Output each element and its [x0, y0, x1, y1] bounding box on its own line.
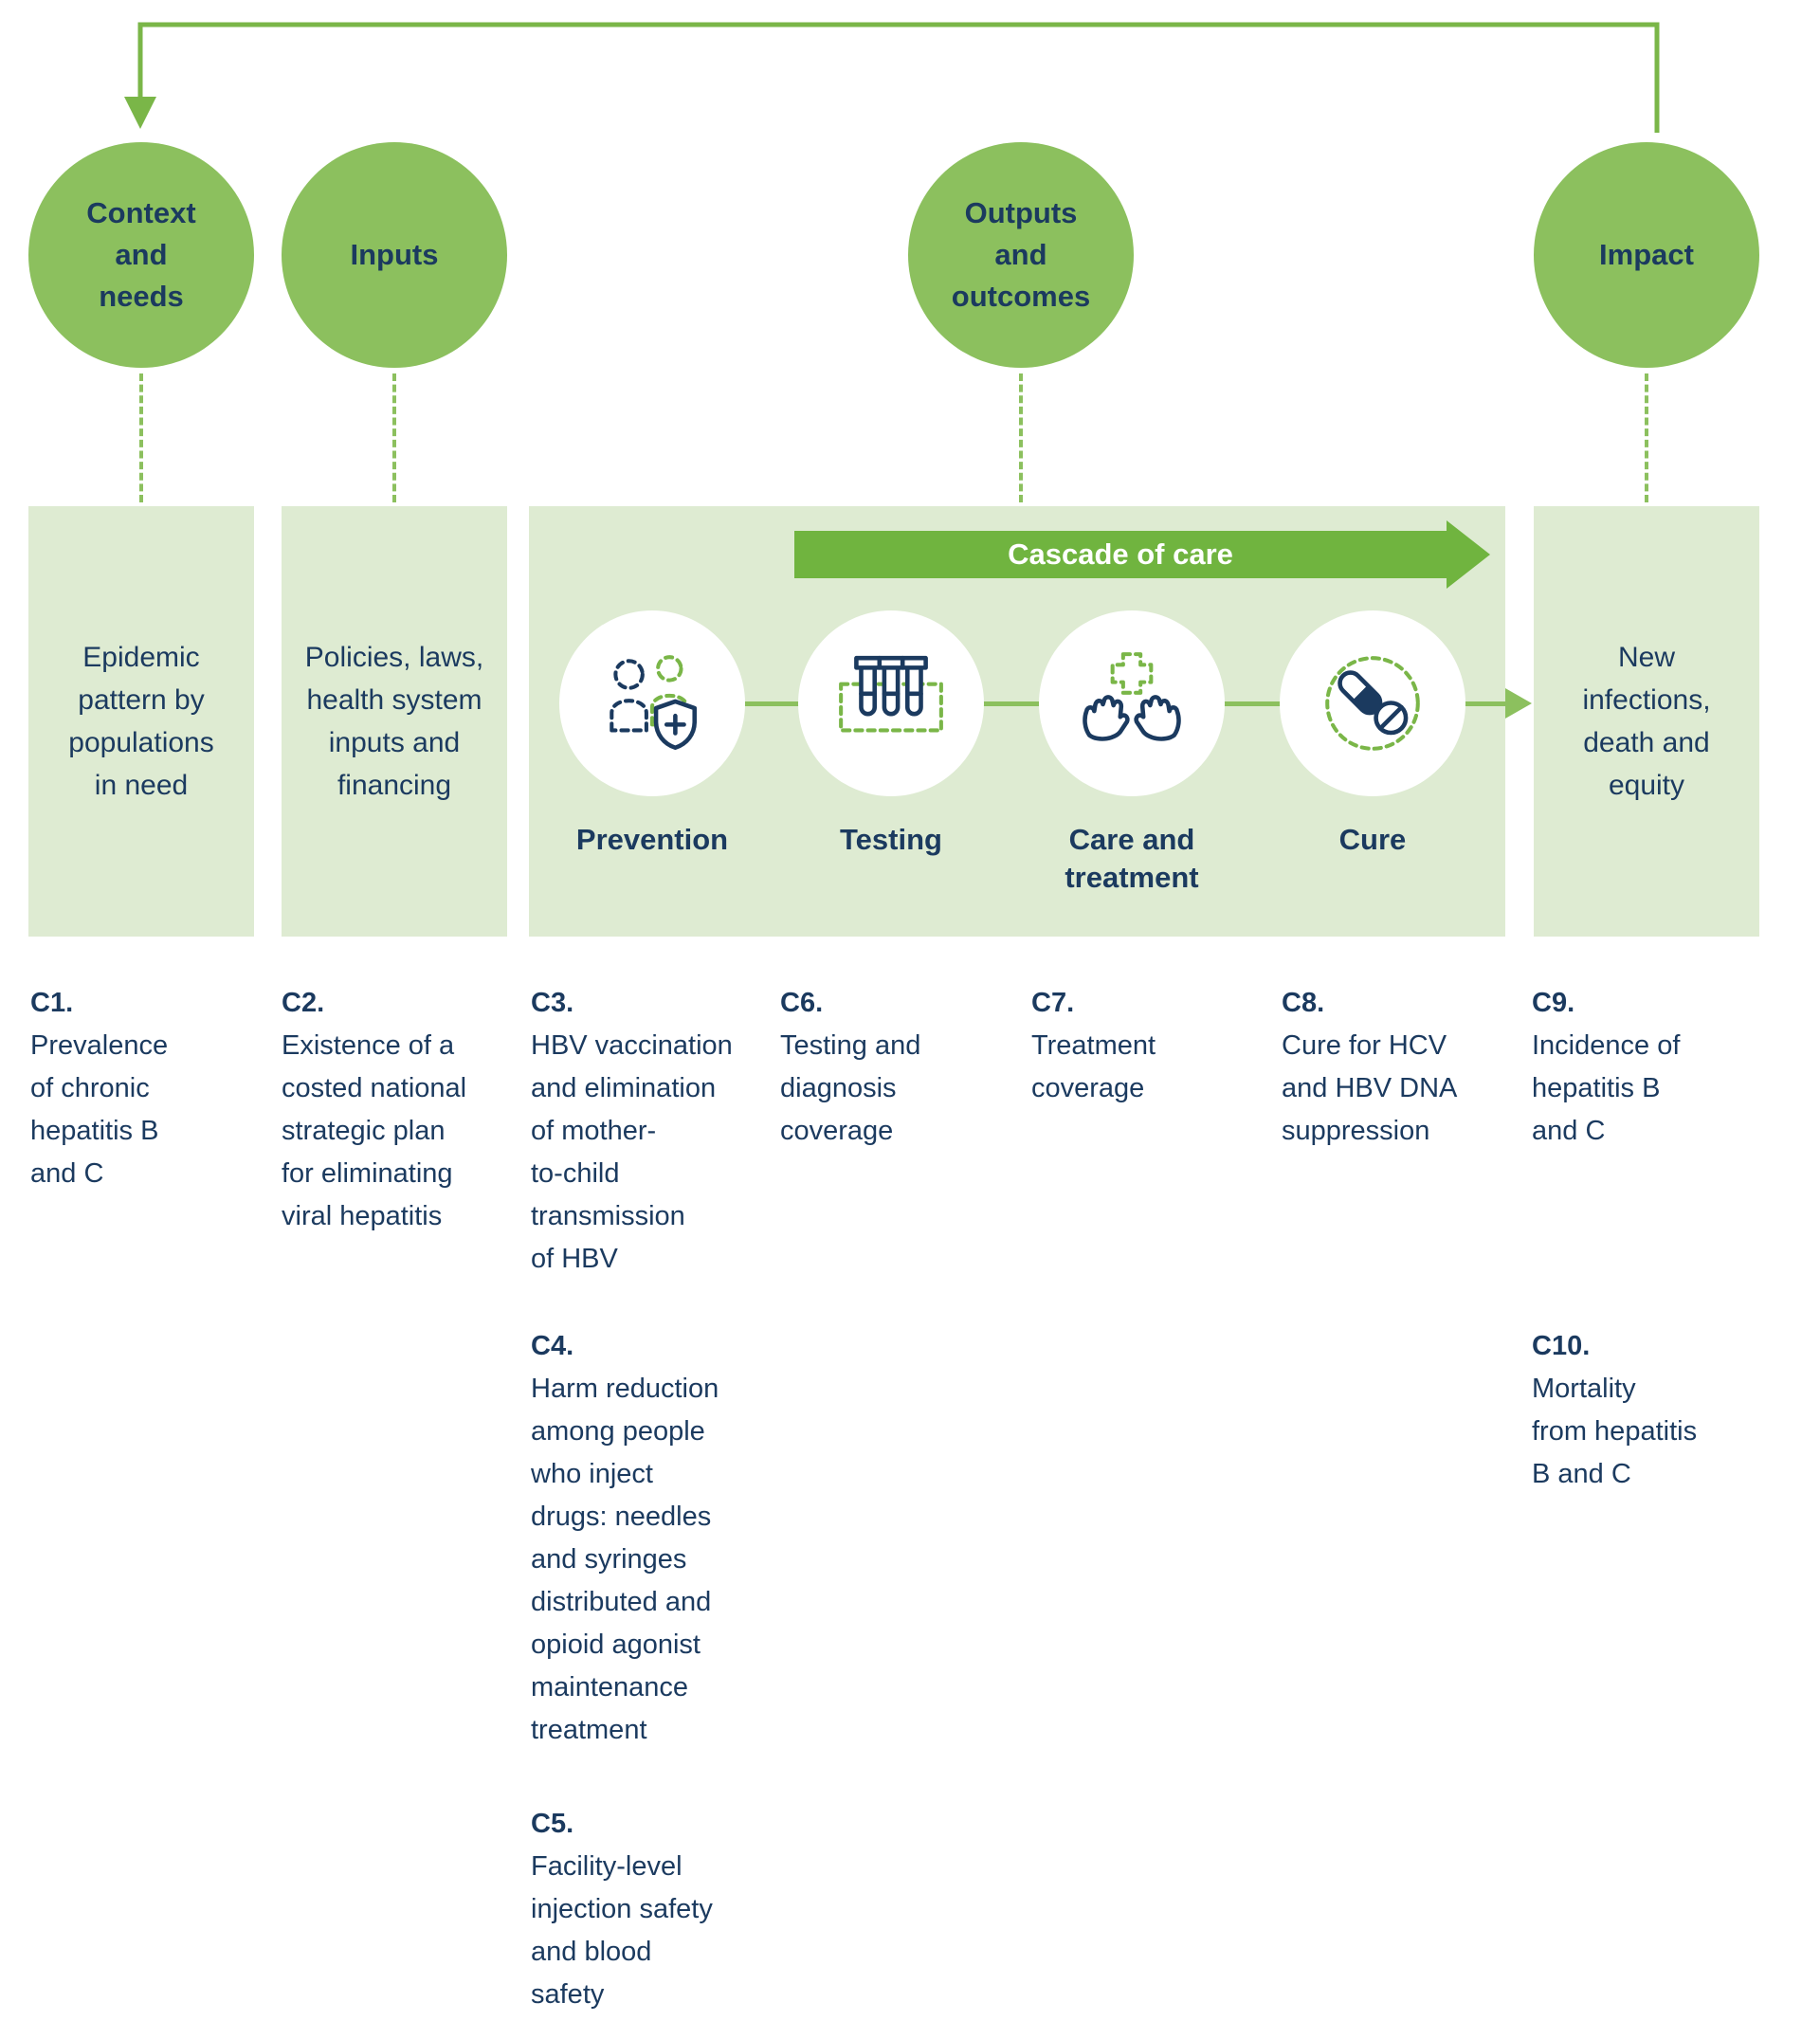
indicator-text: HBV vaccination and elimination of mothe… [531, 1030, 733, 1274]
stage-circle-context: Context and needs [28, 142, 254, 368]
box-context-needs: Epidemic pattern by populations in need [28, 506, 254, 937]
pills-icon [1325, 656, 1420, 751]
box-text: Epidemic pattern by populations in need [68, 642, 214, 801]
indicator-code: C2. [282, 988, 325, 1018]
stage-circle-label: Outputs and outcomes [951, 195, 1091, 313]
cascade-of-care-banner: Cascade of care [794, 520, 1490, 589]
indicator-text: Facility-level injection safety and bloo… [531, 1851, 713, 2010]
hands-cross-icon [1074, 652, 1190, 761]
indicator-code: C10. [1532, 1331, 1591, 1361]
indicator-code: C6. [780, 988, 824, 1018]
stage-circle-impact: Impact [1534, 142, 1759, 368]
indicator-code: C9. [1532, 988, 1575, 1018]
dashed-connector [1019, 373, 1023, 502]
box-impact: New infections, death and equity [1534, 506, 1759, 937]
test-tubes-icon [839, 655, 943, 733]
step-circle-prevention [559, 610, 745, 796]
indicator-text: Harm reduction among people who inject d… [531, 1374, 719, 1745]
box-inputs: Policies, laws, health system inputs and… [282, 506, 507, 937]
indicator-c10: C10. Mortality from hepatitis B and C [1532, 1325, 1697, 1496]
stage-circle-outputs: Outputs and outcomes [908, 142, 1134, 368]
stage-circle-label: Impact [1599, 237, 1694, 271]
dashed-connector [1645, 373, 1648, 502]
indicator-c1: C1. Prevalence of chronic hepatitis B an… [30, 982, 168, 1195]
step-circle-cure [1280, 610, 1465, 796]
stage-circle-label: Context and needs [86, 195, 196, 313]
box-text: New infections, death and equity [1582, 642, 1711, 801]
indicator-text: Cure for HCV and HBV DNA suppression [1282, 1030, 1458, 1146]
indicator-text: Testing and diagnosis coverage [780, 1030, 921, 1146]
indicator-c8: C8. Cure for HCV and HBV DNA suppression [1282, 982, 1457, 1153]
feedback-arrow-line [137, 22, 1660, 133]
step-label-testing: Testing [840, 823, 942, 856]
indicator-code: C1. [30, 988, 74, 1018]
indicator-c3: C3. HBV vaccination and elimination of m… [531, 982, 733, 1281]
indicator-c7: C7. Treatment coverage [1031, 982, 1156, 1110]
indicator-c5: C5. Facility-level injection safety and … [531, 1803, 713, 2016]
step-circle-care-treatment [1039, 610, 1225, 796]
indicator-code: C5. [531, 1809, 574, 1839]
indicator-code: C7. [1031, 988, 1075, 1018]
step-circle-testing [798, 610, 984, 796]
feedback-arrow [124, 22, 1660, 133]
indicator-code: C3. [531, 988, 574, 1018]
indicator-c6: C6. Testing and diagnosis coverage [780, 982, 920, 1153]
step-label-care-treatment: Care and treatment [1065, 823, 1199, 895]
dashed-connector [139, 373, 143, 502]
indicator-code: C8. [1282, 988, 1325, 1018]
cascade-title: Cascade of care [1008, 537, 1233, 571]
indicator-text: Prevalence of chronic hepatitis B and C [30, 1030, 169, 1189]
indicator-text: Incidence of hepatitis B and C [1532, 1030, 1681, 1146]
stage-circle-inputs: Inputs [282, 142, 507, 368]
step-label-prevention: Prevention [575, 823, 729, 856]
indicator-code: C4. [531, 1331, 574, 1361]
box-text: Policies, laws, health system inputs and… [304, 642, 484, 801]
dashed-connector [392, 373, 396, 502]
stage-circle-label: Inputs [350, 237, 439, 271]
indicator-text: Existence of a costed national strategic… [282, 1030, 467, 1231]
people-shield-icon [610, 655, 698, 751]
indicator-c2: C2. Existence of a costed national strat… [282, 982, 466, 1238]
indicator-text: Treatment coverage [1031, 1030, 1156, 1103]
cascade-flow-arrowhead-icon [1505, 688, 1532, 719]
step-label-cure: Cure [1338, 823, 1407, 856]
indicator-c9: C9. Incidence of hepatitis B and C [1532, 982, 1680, 1153]
indicator-c4: C4. Harm reduction among people who inje… [531, 1325, 719, 1752]
feedback-arrowhead-icon [124, 97, 156, 129]
indicator-text: Mortality from hepatitis B and C [1532, 1374, 1698, 1489]
